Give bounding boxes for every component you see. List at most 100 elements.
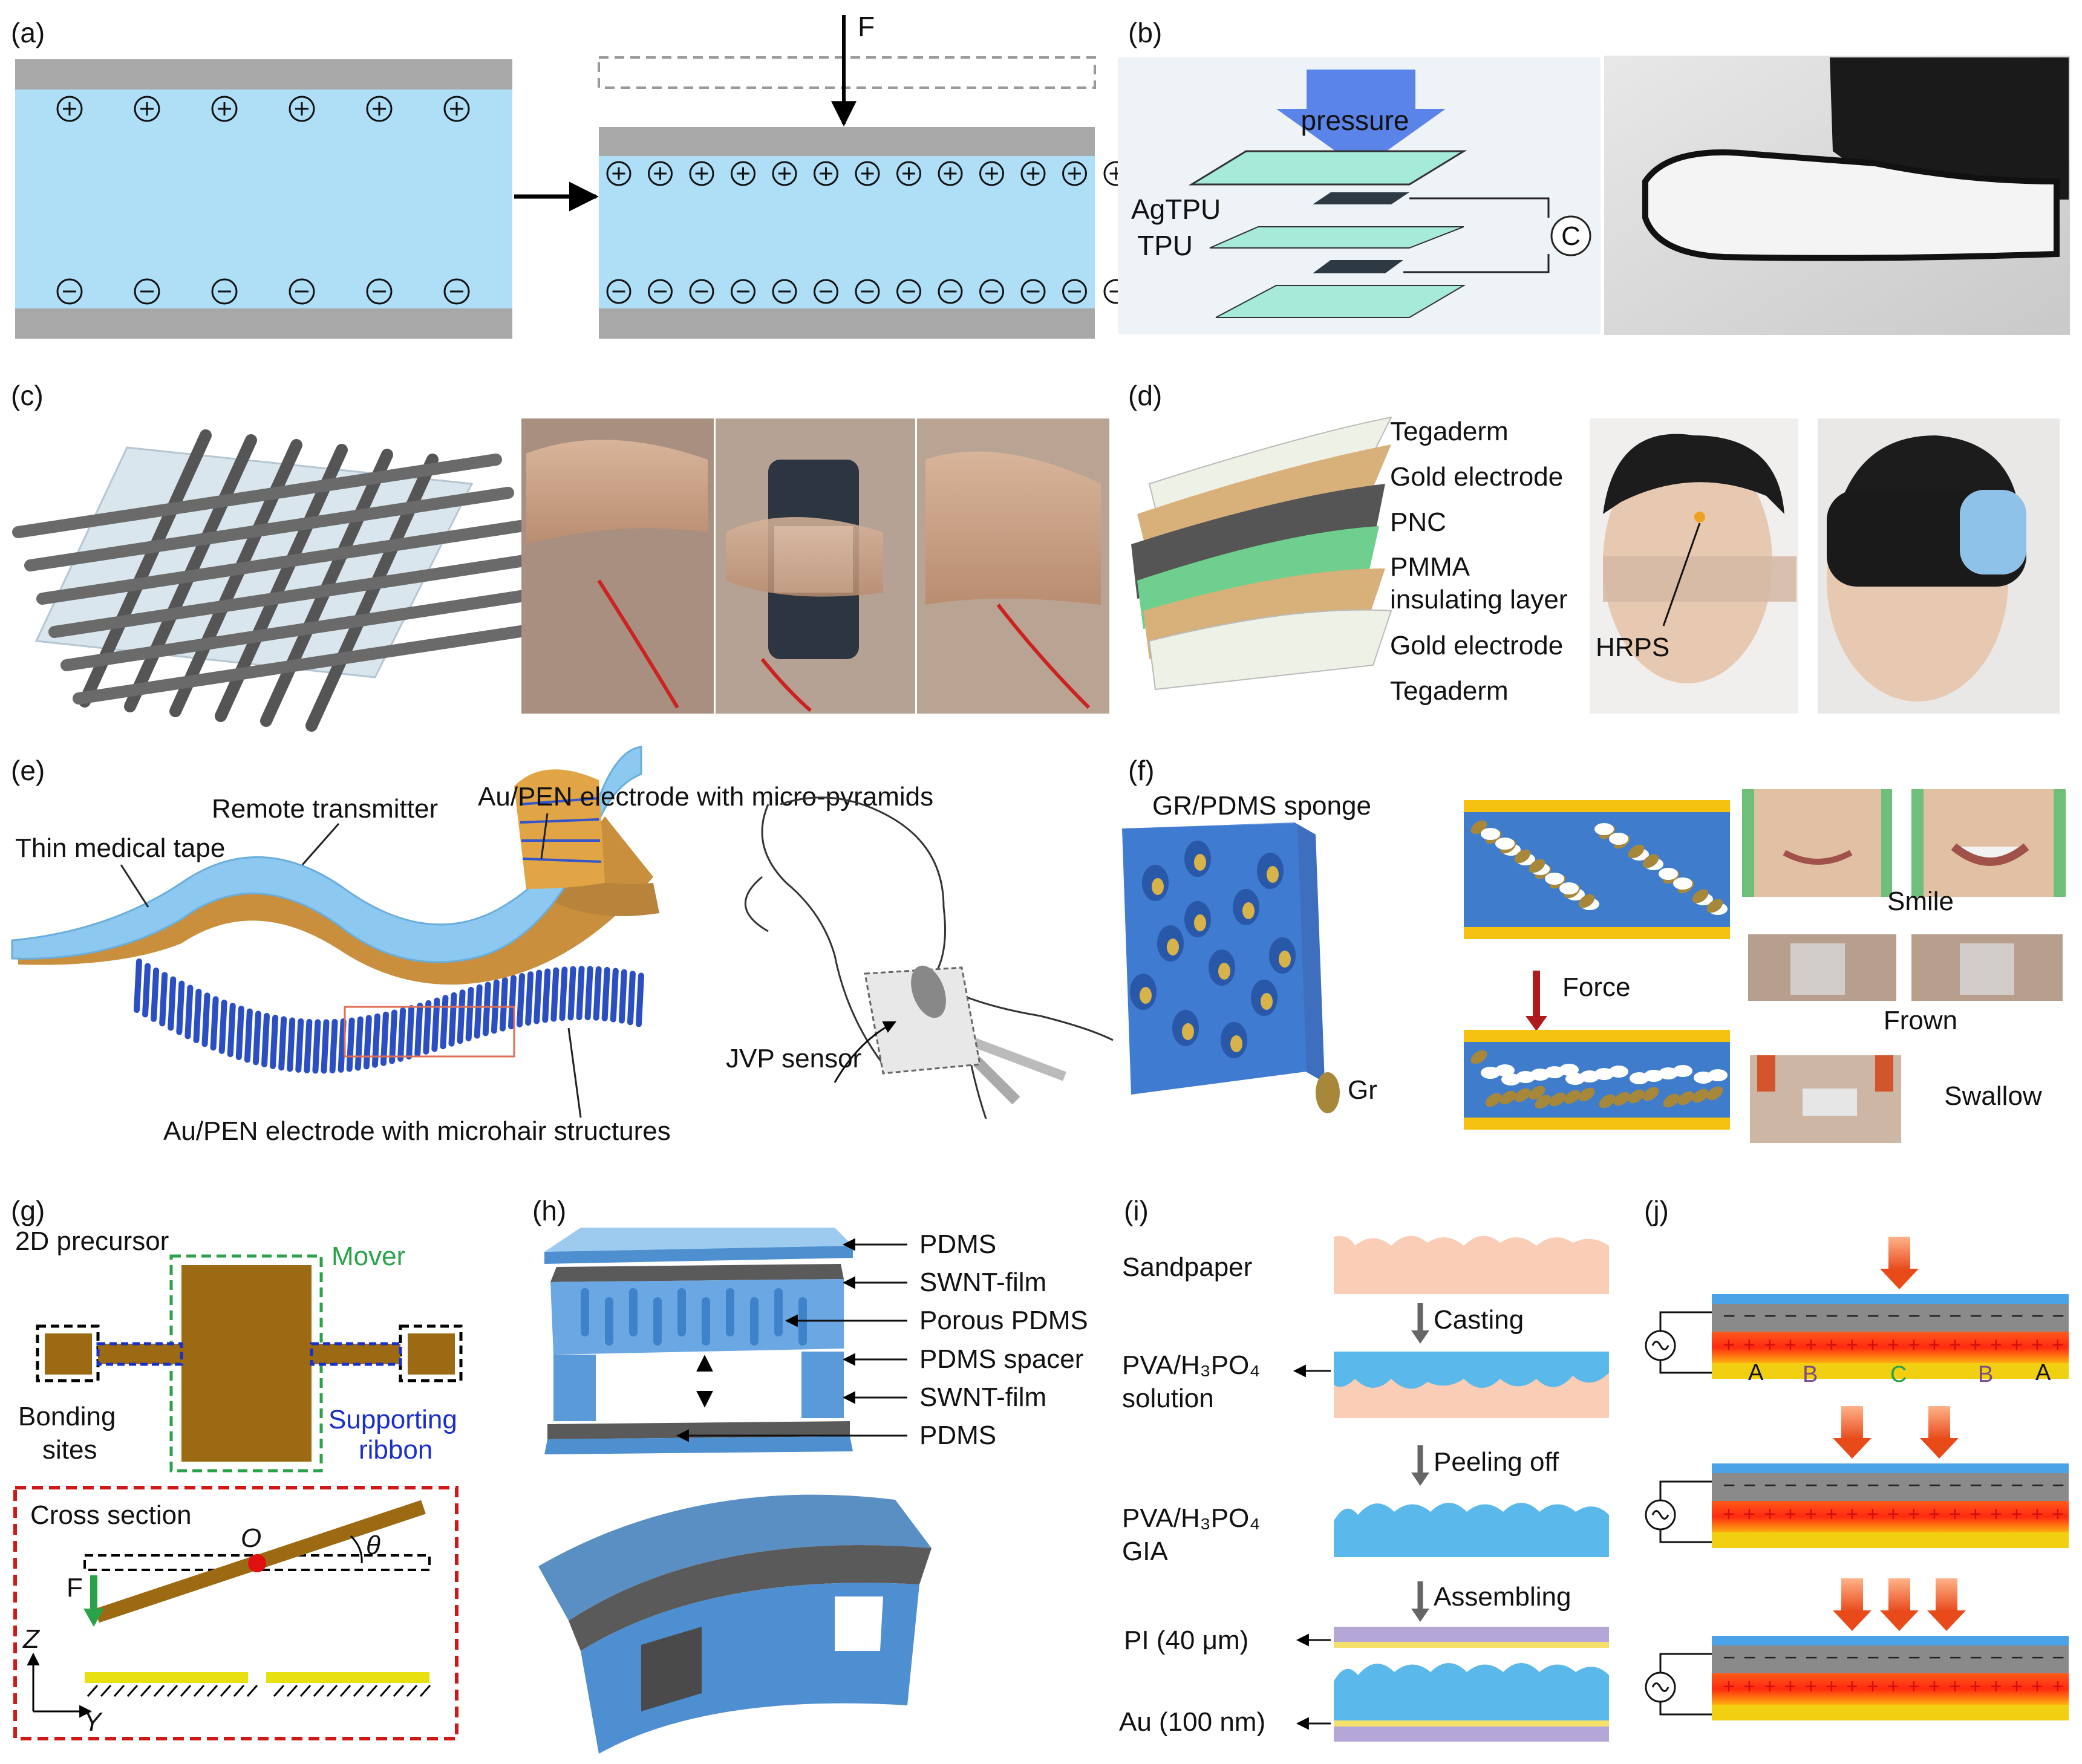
positive-charge: + (1928, 1675, 1940, 1698)
h-layer-4: PDMS spacer (919, 1344, 1083, 1374)
negative-charge: − (1805, 1473, 1818, 1497)
positive-charge: + (1867, 1503, 1879, 1526)
jvp-pointer (834, 1021, 896, 1083)
graphene-flake (1499, 1090, 1516, 1105)
frown-label: Frown (1884, 1006, 1957, 1035)
microhair (193, 988, 202, 1043)
graphene-flake (1578, 1087, 1595, 1102)
zone-b-left: B (1803, 1362, 1818, 1387)
sandpaper-texture (1334, 1235, 1609, 1294)
minus-charge (689, 279, 714, 304)
negative-charge: − (1826, 1645, 1838, 1670)
hand-photos (521, 418, 1109, 714)
panel-b: (b) pressure AgTPU TPU C (1118, 17, 2070, 335)
negative-charge: − (2031, 1645, 2044, 1670)
negative-charge: − (2052, 1303, 2064, 1328)
pressure-arrow (1936, 1578, 1957, 1612)
panel-i-label: (i) (1124, 1195, 1149, 1226)
positive-charge: + (1867, 1675, 1879, 1698)
microhair (550, 967, 560, 1022)
graphene-flake (1677, 1091, 1694, 1105)
void (1481, 828, 1500, 840)
plus-charge (938, 161, 963, 186)
microhair (329, 1018, 338, 1073)
positive-charge: + (2011, 1675, 2023, 1698)
microhair (134, 958, 142, 1013)
positive-charge: + (1805, 1675, 1817, 1698)
layer-stack (1188, 150, 1467, 318)
negative-charge: − (1723, 1473, 1735, 1497)
negative-charge: − (1784, 1645, 1797, 1670)
negative-charge: − (1949, 1645, 1962, 1670)
force-arrowhead-g (83, 1609, 104, 1627)
plus-charge (1020, 161, 1046, 186)
microhair (474, 984, 483, 1039)
graphene-flake (1628, 844, 1645, 859)
void (1609, 833, 1628, 845)
panel-e: (e) Remote transmitter Au/PEN electrode … (11, 746, 1114, 1146)
pressure-arrow (1928, 1406, 1950, 1439)
exploded-stack-illustration (544, 1228, 853, 1454)
positive-charge: + (2031, 1675, 2043, 1698)
void (1516, 1071, 1535, 1083)
panel-g: (g) 2D precursor Mover Bonding sites Sup… (11, 1195, 463, 1740)
graphene-flake (1152, 878, 1164, 895)
microhair (499, 977, 508, 1032)
panel-f-label: (f) (1128, 755, 1154, 786)
microhair (507, 975, 517, 1030)
negative-charge: − (2031, 1303, 2044, 1328)
panel-d: (d) Tegaderm Gold electrode PNC PMMA ins… (1128, 380, 2060, 714)
graphene-legend-icon (1316, 1072, 1340, 1113)
positive-charge: + (1743, 1503, 1755, 1526)
microhair (627, 971, 636, 1026)
void (1545, 1066, 1564, 1078)
theta-label: θ (366, 1531, 380, 1560)
minus-charge (1062, 279, 1087, 304)
gia-label-1: PVA/H₃PO₄ (1122, 1503, 1260, 1533)
positive-charge: + (1826, 1503, 1838, 1526)
microhair (457, 989, 466, 1044)
negative-charge: − (1908, 1303, 1920, 1328)
meter-label: C (1561, 221, 1581, 251)
jvp-sensor-label: JVP sensor (726, 1044, 861, 1073)
graphene-flake (1261, 993, 1273, 1010)
negative-charge: − (1969, 1645, 1982, 1670)
negative-charge: − (1969, 1473, 1982, 1497)
microhair (567, 966, 576, 1021)
layer-label-2: Gold electrode (1390, 462, 1563, 492)
graphene-flake (1535, 1095, 1552, 1109)
microhair (210, 996, 219, 1051)
minus-charge (896, 279, 921, 304)
dielectric-left (15, 90, 512, 308)
negative-charge: − (1723, 1303, 1735, 1328)
void (1501, 1073, 1521, 1085)
pressure-arrowhead (1880, 1269, 1919, 1289)
microhair (304, 1018, 313, 1073)
hrps-pointer (1662, 522, 1701, 627)
minus-charge (366, 278, 393, 305)
panel-f: (f) GR/PDMS sponge Gr Force Smile (1122, 755, 2066, 1143)
positive-charge: + (1949, 1503, 1961, 1526)
void (1495, 838, 1515, 850)
void (1495, 1064, 1515, 1076)
microhair (354, 1016, 364, 1071)
positive-charge: + (2011, 1503, 2023, 1526)
negative-charge: − (1990, 1645, 2003, 1670)
original-plate-outline (598, 56, 1096, 89)
electrode-left (85, 1672, 248, 1683)
panel-d-label: (d) (1128, 380, 1162, 411)
sock-foot-icon (1642, 149, 2060, 261)
dielectric-right (599, 156, 1095, 308)
sandpaper-label: Sandpaper (1122, 1252, 1252, 1282)
plus-charge (443, 96, 470, 122)
solution-label-1: PVA/H₃PO₄ (1122, 1350, 1260, 1380)
positive-charge: + (1928, 1333, 1940, 1356)
mover-label: Mover (331, 1242, 405, 1271)
minus-charge (1020, 279, 1046, 304)
pillar (726, 1288, 734, 1336)
graphene-flake (1194, 914, 1206, 931)
panel-h: (h) Air Gap PDMS SWNT-film Porous PDMS P… (532, 1195, 1088, 1754)
positive-charge: + (2031, 1503, 2043, 1526)
layer-label-1: Tegaderm (1390, 417, 1509, 446)
h-layer-3: Porous PDMS (919, 1306, 1088, 1335)
